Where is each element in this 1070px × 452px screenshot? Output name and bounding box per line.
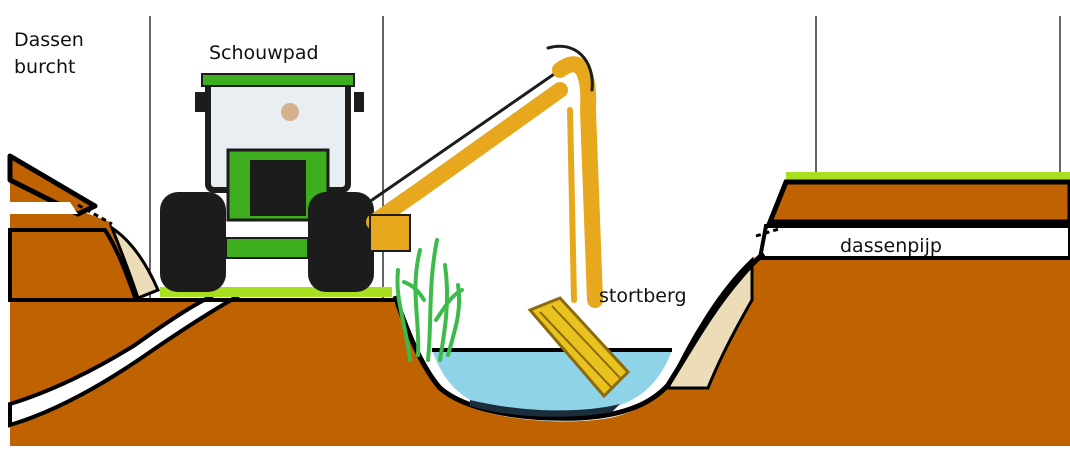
tractor	[160, 74, 374, 292]
topsoil-band-right	[770, 182, 1070, 222]
left-strata	[10, 156, 136, 300]
tractor-front-axle	[226, 238, 308, 258]
label-stortberg: stortberg	[599, 283, 687, 310]
label-dassenburcht: Dassen burcht	[14, 27, 84, 81]
label-schouwpad: Schouwpad	[209, 40, 319, 67]
label-dassenburcht-line2: burcht	[14, 54, 84, 81]
label-dassenburcht-line1: Dassen	[14, 27, 84, 54]
tractor-wheel-left	[160, 192, 226, 292]
tractor-mirror-left	[195, 92, 205, 112]
mower-arm	[370, 46, 595, 300]
arm-base	[370, 215, 410, 251]
tractor-mirror-right	[354, 92, 364, 112]
tractor-wheel-right	[308, 192, 374, 292]
badger-tunnel-left	[10, 202, 78, 214]
tractor-grille	[250, 160, 306, 216]
label-dassenpijp: dassenpijp	[840, 233, 942, 260]
reeds	[397, 240, 462, 360]
grass-strip-right	[786, 172, 1070, 180]
tractor-driver	[281, 103, 299, 121]
tractor-roof	[202, 74, 354, 86]
